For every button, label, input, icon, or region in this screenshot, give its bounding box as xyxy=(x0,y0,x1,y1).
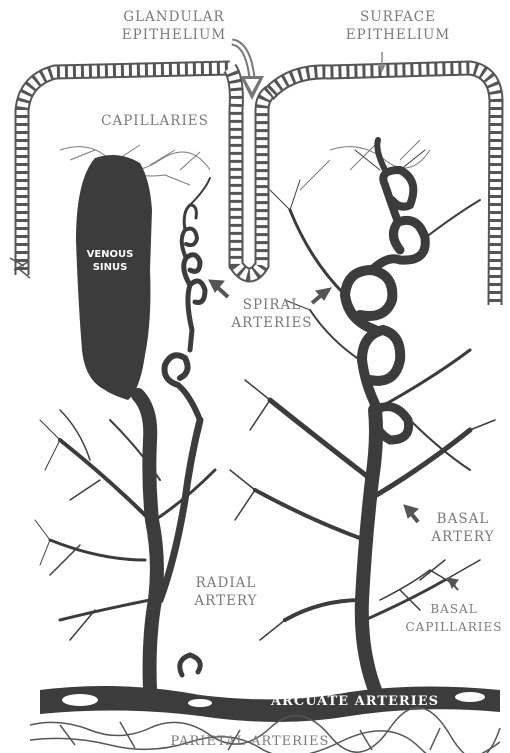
label-basal-capillaries: BASAL CAPILLARIES xyxy=(402,600,506,636)
label-glandular-line2: EPITHELIUM xyxy=(104,26,244,44)
label-spiral-line2: ARTERIES xyxy=(222,314,322,332)
label-radial-line1: RADIAL xyxy=(176,574,276,592)
label-venous-line1: VENOUS xyxy=(80,248,140,261)
label-basal-artery: BASAL ARTERY xyxy=(418,510,508,546)
venous-sinus xyxy=(76,155,152,400)
label-surface-line1: SURFACE xyxy=(328,8,468,26)
label-surface-epithelium: SURFACE EPITHELIUM xyxy=(328,8,468,44)
label-basal-artery-line2: ARTERY xyxy=(418,528,508,546)
label-glandular-epithelium: GLANDULAR EPITHELIUM xyxy=(104,8,244,44)
label-surface-line2: EPITHELIUM xyxy=(328,26,468,44)
basal-capillaries-arrow-icon xyxy=(448,578,458,590)
label-basal-artery-line1: BASAL xyxy=(418,510,508,528)
label-venous-line2: SINUS xyxy=(80,261,140,274)
label-basal-cap-line1: BASAL xyxy=(402,600,506,618)
label-glandular-line1: GLANDULAR xyxy=(104,8,244,26)
label-radial-artery: RADIAL ARTERY xyxy=(176,574,276,610)
label-basal-cap-line2: CAPILLARIES xyxy=(402,618,506,636)
spiral-left-arrow-icon xyxy=(209,280,228,297)
label-venous-sinus: VENOUS SINUS xyxy=(80,248,140,274)
label-arcuate-arteries: ARCUATE ARTERIES xyxy=(260,693,450,711)
label-radial-line2: ARTERY xyxy=(176,592,276,610)
label-parietal-arteries: PARIETAL ARTERIES xyxy=(150,733,350,751)
label-spiral-arteries: SPIRAL ARTERIES xyxy=(222,296,322,332)
label-capillaries: CAPILLARIES xyxy=(80,112,230,130)
basal-artery-arrow-icon xyxy=(404,505,418,522)
label-spiral-line1: SPIRAL xyxy=(222,296,322,314)
